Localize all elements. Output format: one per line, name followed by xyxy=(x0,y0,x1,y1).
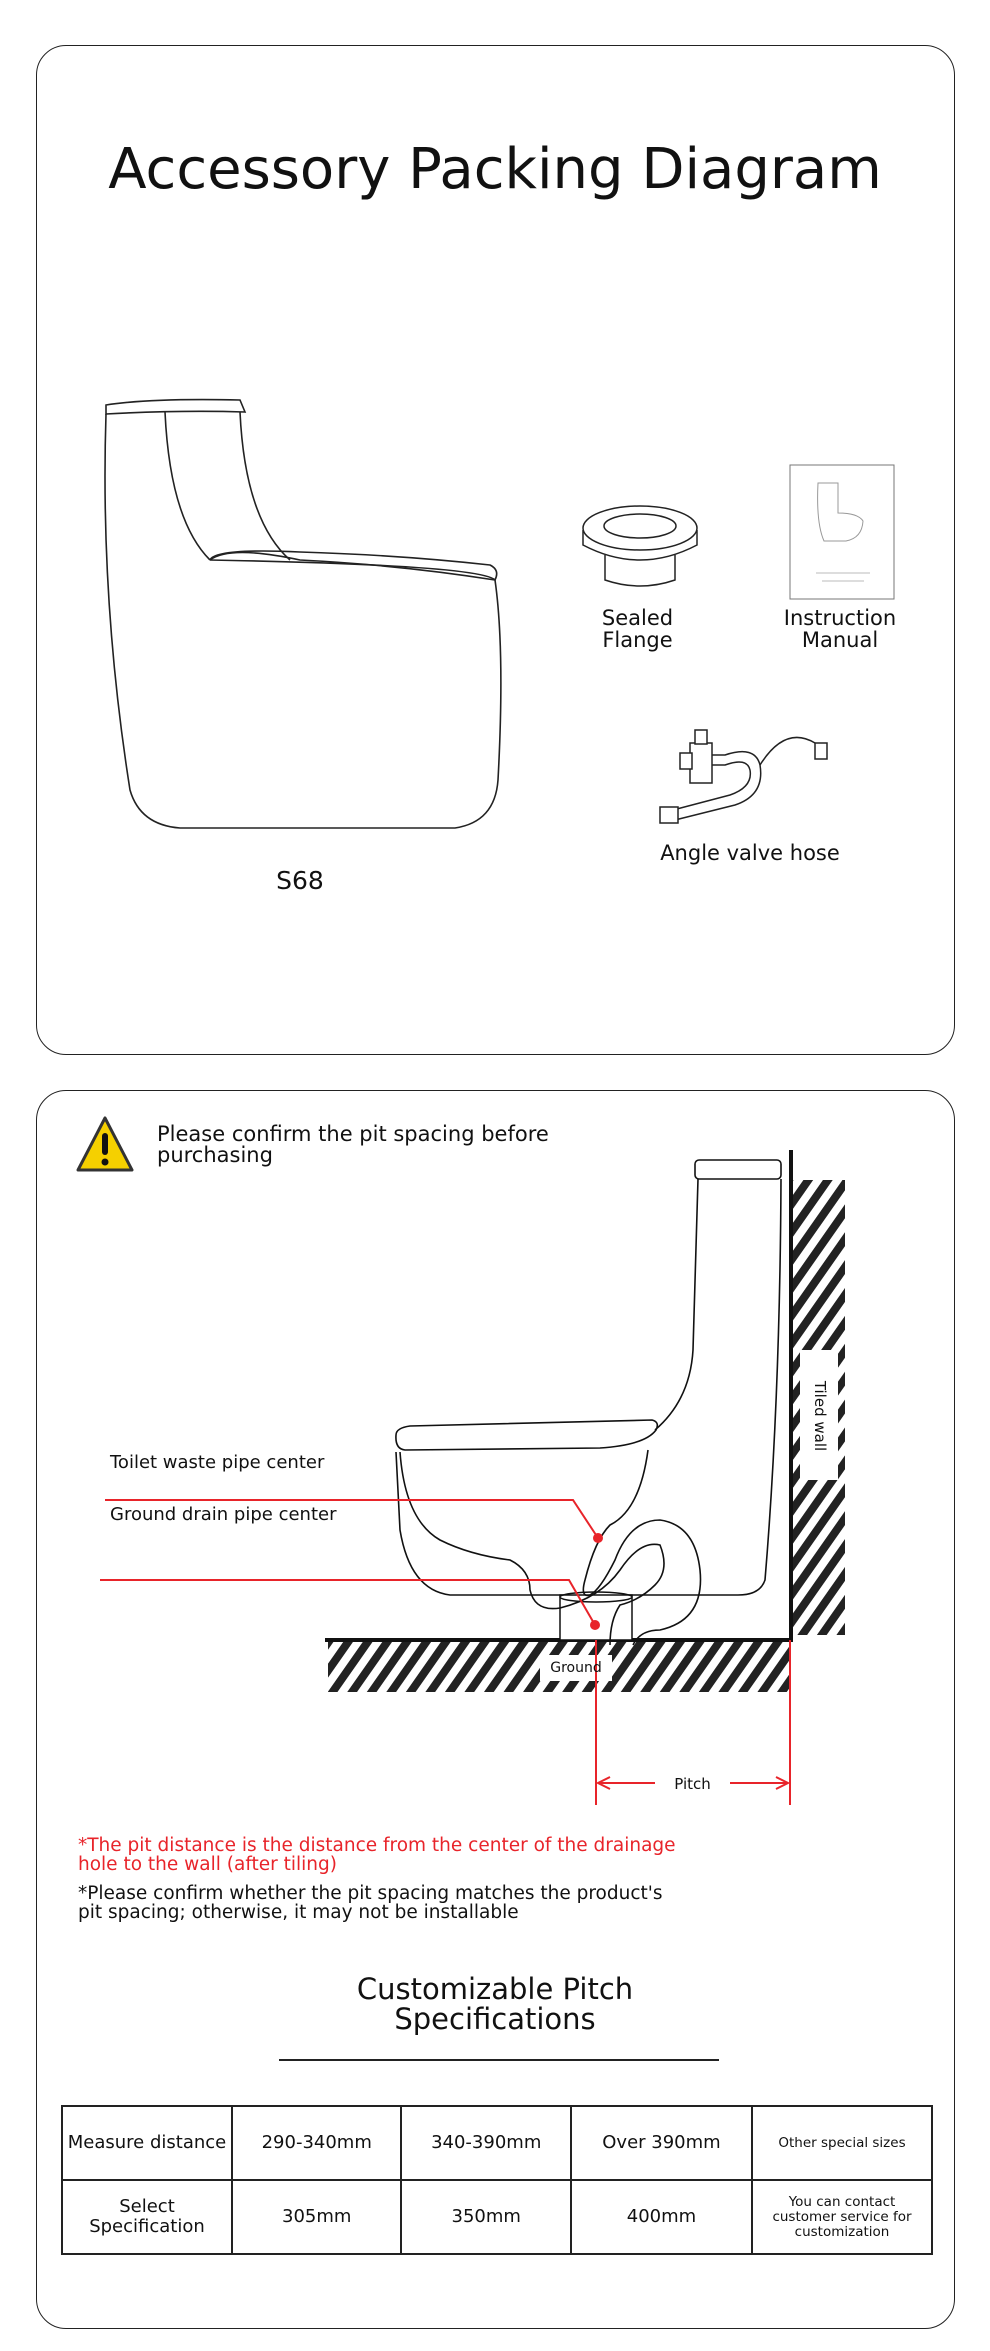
toilet-illustration xyxy=(104,398,502,829)
table-cell: Other special sizes xyxy=(751,2105,933,2181)
waste-pipe-label: Toilet waste pipe center xyxy=(110,1452,325,1473)
angle-valve-hose-label: Angle valve hose xyxy=(660,841,840,865)
installation-diagram xyxy=(100,1150,845,1805)
spec-title: Customizable Pitch Specifications xyxy=(356,1972,634,2036)
tiled-wall-label: Tiled wall xyxy=(811,1380,829,1452)
spec-divider xyxy=(279,2059,719,2061)
row-header: Measure distance xyxy=(61,2105,233,2181)
sealed-flange-label: Sealed Flange xyxy=(601,606,674,652)
drain-pipe-label: Ground drain pipe center xyxy=(110,1504,337,1525)
table-cell: 290-340mm xyxy=(230,2105,403,2181)
page-title: Accessory Packing Diagram xyxy=(108,137,882,202)
warning-text: Please confirm the pit spacing before pu… xyxy=(157,1122,549,1167)
sealed-flange-icon xyxy=(582,505,698,587)
table-cell: 350mm xyxy=(400,2179,572,2255)
instruction-manual-icon xyxy=(789,464,895,600)
model-label: S68 xyxy=(276,866,324,895)
warning-icon xyxy=(76,1116,134,1172)
ground-label: Ground xyxy=(550,1660,602,1676)
confirm-note: *Please confirm whether the pit spacing … xyxy=(78,1883,663,1923)
table-row: Select Specification 305mm 350mm 400mm Y… xyxy=(61,2179,933,2255)
table-cell: You can contact customer service for cus… xyxy=(751,2179,933,2255)
table-cell: 340-390mm xyxy=(400,2105,572,2181)
pitch-label: Pitch xyxy=(674,1775,711,1793)
angle-valve-hose-icon xyxy=(659,729,828,824)
pit-distance-note: *The pit distance is the distance from t… xyxy=(78,1835,676,1875)
table-cell: 400mm xyxy=(569,2179,754,2255)
table-row: Measure distance 290-340mm 340-390mm Ove… xyxy=(61,2105,933,2181)
table-cell: Over 390mm xyxy=(569,2105,754,2181)
table-cell: 305mm xyxy=(230,2179,403,2255)
instruction-manual-label: Instruction Manual xyxy=(783,606,897,652)
row-header: Select Specification xyxy=(61,2179,233,2255)
pitch-spec-table: Measure distance 290-340mm 340-390mm Ove… xyxy=(61,2105,933,2255)
